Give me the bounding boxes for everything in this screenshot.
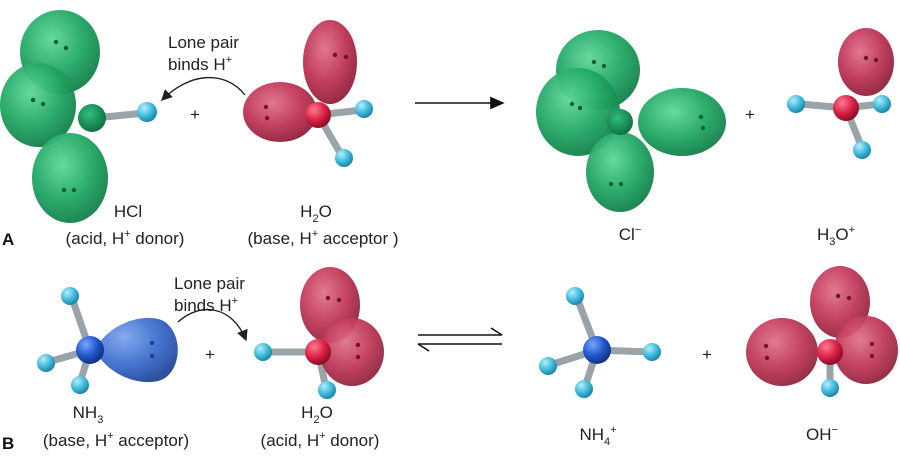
ammonium-label: NH4+ bbox=[579, 424, 616, 448]
equilibrium-arrows bbox=[417, 327, 503, 352]
plus-reactants-a: + bbox=[190, 105, 200, 124]
hydrogen-atom bbox=[853, 141, 871, 159]
hydronium-ion bbox=[787, 28, 894, 159]
ammonia-molecule bbox=[37, 287, 178, 394]
hydrogen-atom bbox=[37, 354, 55, 372]
chlorine-atom bbox=[78, 104, 106, 132]
hcl-lone-pair-bottom bbox=[32, 133, 108, 223]
ammonia-lone-pair bbox=[95, 317, 178, 383]
hydrogen-atom bbox=[355, 100, 373, 118]
hydrogen-atom bbox=[643, 343, 661, 361]
water-lone-pair-top bbox=[303, 20, 357, 104]
hydrogen-atom bbox=[873, 95, 891, 113]
hydrogen-atom bbox=[821, 379, 839, 397]
hydrogen-atom bbox=[137, 102, 157, 122]
hydroxide-ion bbox=[746, 266, 898, 397]
nitrogen-atom bbox=[76, 336, 104, 364]
hydrogen-atom bbox=[254, 343, 272, 361]
hydrogen-atom bbox=[575, 380, 593, 398]
annotation-a-line1: Lone pair bbox=[168, 33, 239, 52]
water-molecule-b bbox=[254, 267, 384, 399]
water-role-label-a: (base, H+ acceptor ) bbox=[248, 228, 399, 248]
water-molecule-a bbox=[243, 20, 373, 167]
hcl-lone-pair-left bbox=[0, 63, 76, 147]
annotation-a-line2: binds H+ bbox=[168, 54, 232, 74]
hcl-role-label: (acid, H+ donor) bbox=[66, 228, 185, 248]
hydrogen-atom bbox=[539, 357, 557, 375]
water-role-label-b: (acid, H+ donor) bbox=[261, 430, 380, 450]
hcl-label: HCl bbox=[114, 202, 142, 221]
lone-pair-arrow-a bbox=[161, 76, 246, 101]
plus-reactants-b: + bbox=[205, 345, 215, 364]
hydronium-label: H3O+ bbox=[817, 224, 855, 248]
panel-letter-b: B bbox=[2, 434, 14, 453]
oxygen-atom bbox=[833, 95, 859, 121]
nitrogen-atom bbox=[583, 336, 611, 364]
hydrogen-atom bbox=[61, 287, 79, 305]
chloride-ion bbox=[536, 30, 726, 212]
hydrogen-atom bbox=[566, 287, 584, 305]
hydrogen-atom bbox=[787, 95, 805, 113]
ammonia-role-label: (base, H+ acceptor) bbox=[43, 430, 189, 450]
hcl-molecule bbox=[0, 10, 157, 223]
hydrogen-atom bbox=[318, 381, 336, 399]
water-label-b: H2O bbox=[301, 403, 333, 426]
lone-pair-arrow-b bbox=[177, 308, 248, 342]
hydroxide-label: OH− bbox=[806, 424, 838, 444]
panel-letter-a: A bbox=[2, 230, 14, 249]
plus-products-a: + bbox=[745, 105, 755, 124]
annotation-b-line1: Lone pair bbox=[174, 274, 245, 293]
chloride-label: Cl− bbox=[619, 224, 642, 244]
hydrogen-atom bbox=[335, 149, 353, 167]
water-lone-pair-right bbox=[320, 318, 384, 386]
oxygen-atom bbox=[305, 102, 331, 128]
annotation-b-line2: binds H+ bbox=[174, 295, 238, 315]
chlorine-atom bbox=[607, 109, 633, 135]
plus-products-b: + bbox=[702, 345, 712, 364]
water-lone-pair-left bbox=[243, 82, 317, 142]
ammonium-ion bbox=[539, 287, 661, 398]
hydrogen-atom bbox=[71, 376, 89, 394]
ammonia-label: NH3 bbox=[73, 403, 104, 426]
water-label-a: H2O bbox=[300, 202, 332, 225]
oxygen-atom bbox=[305, 339, 331, 365]
hydronium-lone-pair bbox=[838, 28, 894, 96]
oxygen-atom bbox=[817, 339, 843, 365]
